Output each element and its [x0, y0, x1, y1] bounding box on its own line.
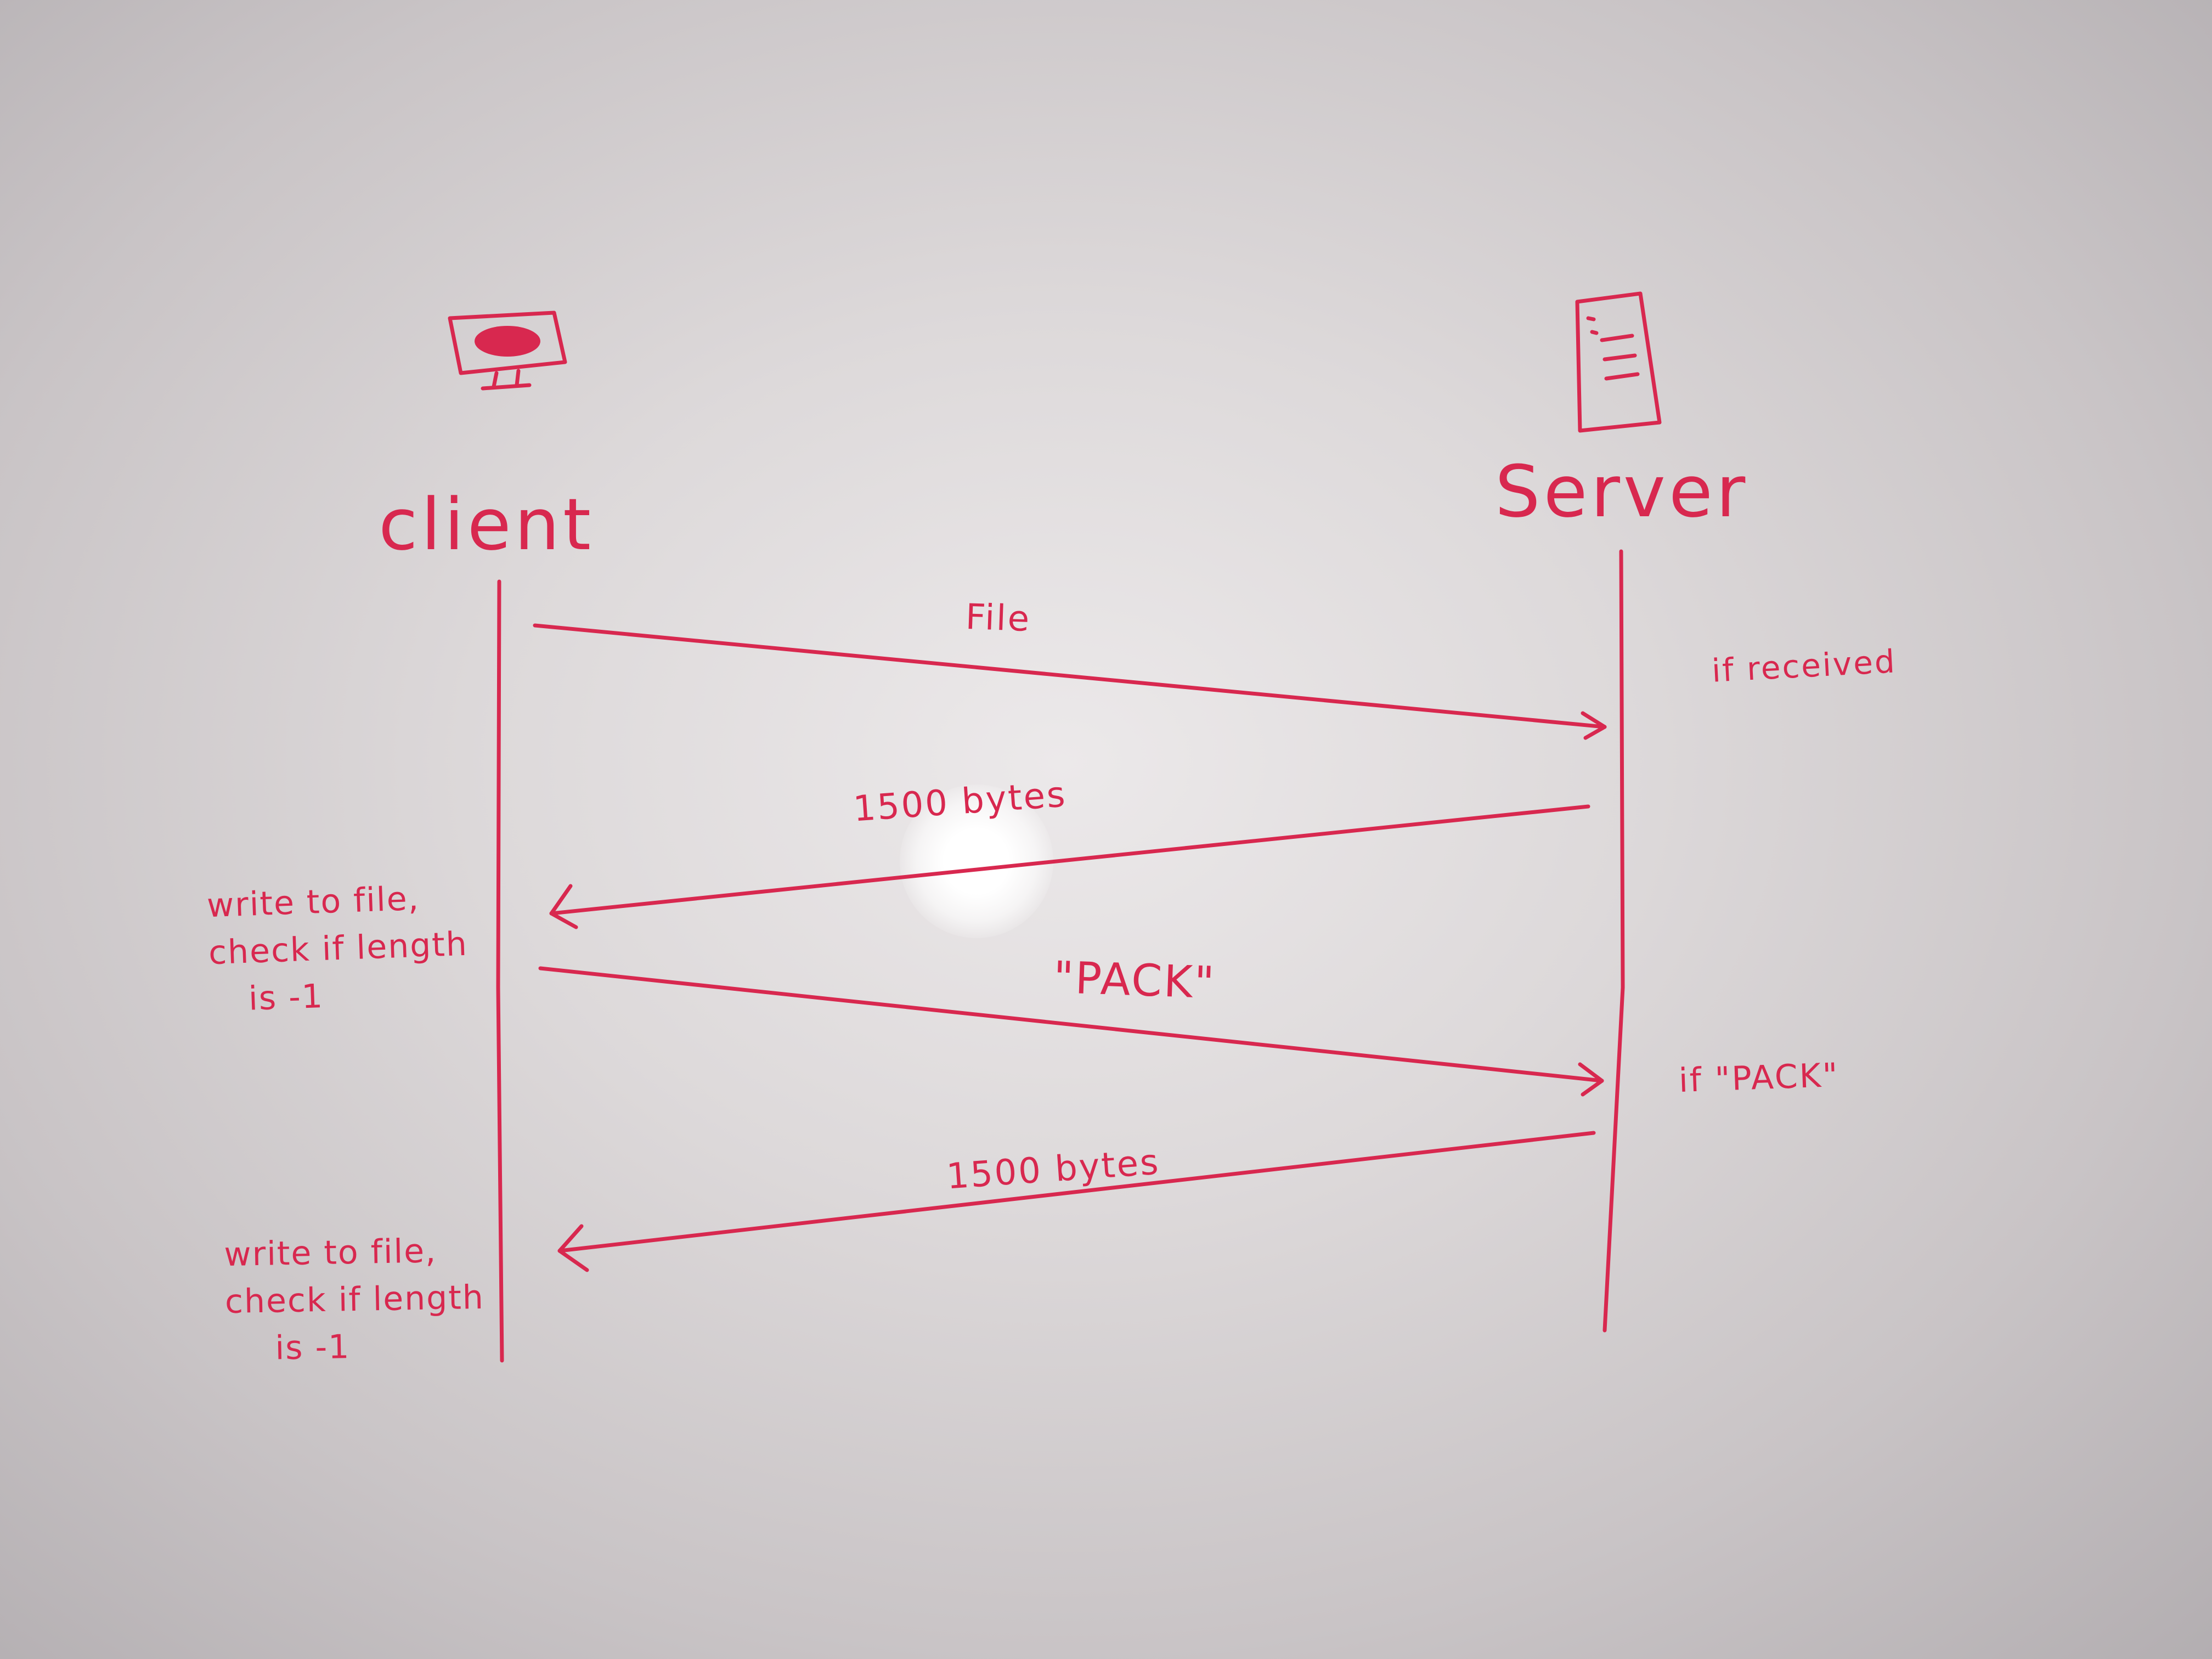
client-lifeline — [496, 579, 504, 1363]
light-glare — [900, 785, 1053, 938]
client-note-1-line-1: write to file, — [206, 879, 420, 926]
client-note-2-line-1: write to file, — [223, 1232, 437, 1274]
client-note-1-line-3: is -1 — [247, 977, 325, 1018]
server-note-2: if "PACK" — [1678, 1056, 1840, 1101]
client-note-2: write to file, check if length is -1 — [224, 1227, 486, 1373]
server-label: Server — [1495, 450, 1749, 533]
client-label: client — [379, 483, 595, 566]
message-arrow-1 — [533, 623, 1607, 729]
monitor-icon — [448, 311, 567, 391]
server-document-icon — [1575, 291, 1662, 433]
client-note-2-line-2: check if length — [224, 1278, 485, 1322]
message-label-3: "PACK" — [1052, 951, 1217, 1009]
message-arrow-4 — [557, 1131, 1596, 1253]
client-note-1-line-2: check if length — [207, 924, 469, 973]
server-lifeline — [1602, 549, 1625, 1333]
message-arrow-2 — [549, 804, 1590, 916]
client-note-2-line-3: is -1 — [274, 1328, 351, 1368]
client-note-1: write to file, check if length is -1 — [206, 873, 471, 1024]
message-label-1: File — [964, 596, 1032, 640]
message-arrow-3 — [538, 966, 1604, 1083]
